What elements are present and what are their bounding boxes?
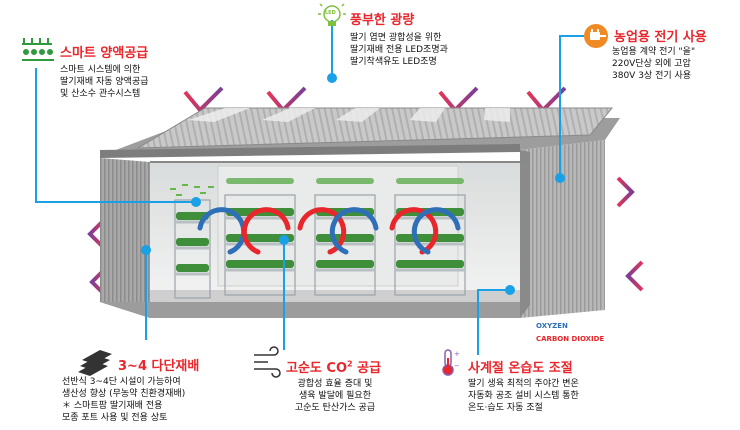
circulation-arrow <box>241 207 291 255</box>
chevron-shape <box>183 86 224 113</box>
light-title: 풍부한 광량 <box>350 13 415 28</box>
power-plug-icon <box>584 24 608 48</box>
layers-icon <box>78 350 112 376</box>
circulation-arrow <box>297 207 347 255</box>
nutrient-desc: 스마트 시스템에 의한 딸기재배 자동 양액공급 및 산소수 관수시스템 <box>60 65 149 99</box>
svg-text:−: − <box>454 362 460 370</box>
climate-title: 사계절 온습도 조절 <box>468 361 573 376</box>
co2-title: 고순도 CO2 공급 <box>286 357 381 376</box>
circulation-arrow <box>389 207 439 255</box>
circulation-arrow <box>329 207 379 255</box>
air-flow-icon <box>254 346 281 378</box>
chevron-shape <box>625 260 644 292</box>
oxygen-particles <box>170 184 214 196</box>
legend-co2: CARBON DIOXIDE <box>536 335 605 343</box>
chevron-shape <box>438 86 479 113</box>
irrigation-icon <box>22 38 54 61</box>
air-circulation-arrows <box>197 207 461 255</box>
callout-line-nutrient <box>35 68 201 207</box>
co2-title-main: 고순도 CO <box>286 361 347 376</box>
svg-text:+: + <box>454 350 460 358</box>
cultivation-racks <box>174 178 466 299</box>
callout-line-climate <box>477 285 515 355</box>
led-bulb-icon <box>318 3 346 26</box>
co2-desc: 광합성 효율 증대 및 생육 발달에 필요한 고순도 탄산가스 공급 <box>294 379 376 413</box>
light-desc: 딸기 엽면 광합성을 위한 딸기재배 전용 LED조명과 딸기착색유도 LED조… <box>350 33 448 67</box>
multilayer-desc: 선반식 3~4단 시설이 가능하여 생산성 향상 (무농약 친환경재배) ＊ 스… <box>62 377 186 423</box>
circulation-arrow <box>197 207 247 255</box>
container-body <box>100 107 620 318</box>
co2-title-sup: 2 <box>347 359 353 369</box>
circulation-arrow <box>411 207 461 255</box>
nutrient-title: 스마트 양액공급 <box>60 46 149 61</box>
power-desc: 농업용 계약 전기 "을" 220V단상 외에 고압 380V 3상 전기 사용 <box>612 47 696 81</box>
co2-title-end: 공급 <box>357 361 382 376</box>
power-title: 농업용 전기 사용 <box>614 30 707 45</box>
legend-oxygen: OXYZEN <box>536 322 568 330</box>
led-label: LED <box>325 10 336 16</box>
multilayer-title: 3~4 다단재배 <box>118 359 200 374</box>
thermometer-icon: + − <box>442 349 460 376</box>
chevron-shape <box>87 218 106 250</box>
callout-lines <box>35 20 584 355</box>
climate-desc: 딸기 생육 최적의 주야간 변온 자동화 공조 설비 시스템 통한 온도·습도 … <box>468 379 579 413</box>
chevron-shape <box>266 86 307 113</box>
chevron-shape <box>616 176 635 208</box>
callout-line-power <box>555 35 584 183</box>
